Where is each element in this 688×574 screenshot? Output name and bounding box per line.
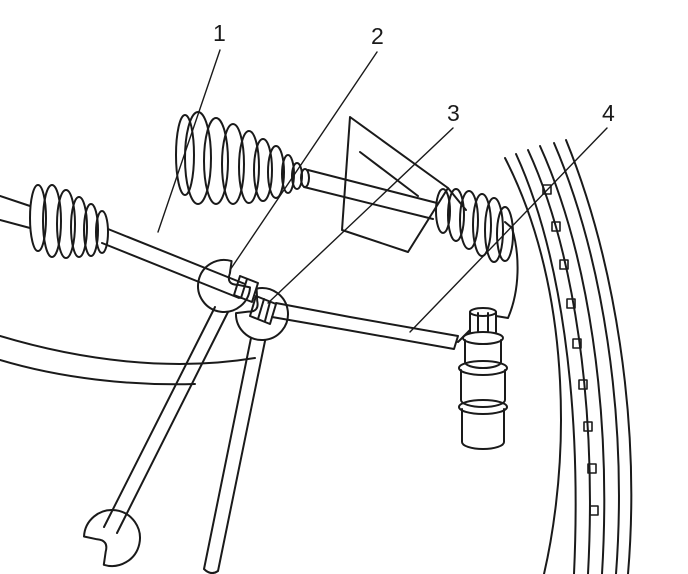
callout-4-text: 4 xyxy=(602,100,615,126)
callout-label-1: 1 xyxy=(213,22,226,45)
inner-cv-boot-rib xyxy=(221,123,245,205)
rim-arc xyxy=(553,142,620,574)
jam-nut-wrench xyxy=(203,287,289,574)
steering-knuckle-lines xyxy=(495,221,519,319)
vent-slot xyxy=(551,221,561,232)
callout-2-text: 2 xyxy=(371,23,384,49)
vent-slot xyxy=(589,505,599,516)
body-curve xyxy=(0,359,196,386)
rack-boot-rib xyxy=(70,196,88,258)
rotor-arc xyxy=(539,145,606,574)
vent-slot xyxy=(559,259,569,270)
rotor-arc xyxy=(504,157,562,574)
subframe-lines xyxy=(341,116,467,253)
inner-tie-rod-assembly xyxy=(0,184,246,299)
vent-slot xyxy=(578,379,588,390)
vent-slot xyxy=(542,184,552,195)
wrench-handle xyxy=(203,337,266,574)
washer xyxy=(462,331,504,345)
rack-shaft-stub xyxy=(0,195,31,229)
outer-tie-rod-shaft xyxy=(271,302,471,350)
leader-line-1 xyxy=(157,49,221,233)
vent-slot xyxy=(587,463,597,474)
body-curve xyxy=(0,335,256,365)
inner-cv-boot-rib xyxy=(184,111,212,205)
inner-cv-boot-rib xyxy=(238,130,260,204)
outer-cv-boot-rib xyxy=(472,193,492,257)
stud-top xyxy=(469,307,497,317)
rack-boot-rib xyxy=(42,184,62,258)
wrench-handle xyxy=(103,306,229,534)
callout-label-4: 4 xyxy=(602,102,615,125)
wrench-open-end-head xyxy=(197,258,251,313)
washer xyxy=(458,360,508,376)
rotor-arc xyxy=(515,153,577,574)
wrench-open-end-head xyxy=(83,509,141,568)
vent-slot xyxy=(566,298,576,309)
vent-slot xyxy=(572,338,582,349)
tie-rod-flats-and-jam-nut xyxy=(233,275,277,325)
rack-boot-rib xyxy=(95,210,109,254)
callout-3-text: 3 xyxy=(447,100,460,126)
leader-line-4 xyxy=(409,127,608,333)
outer-tie-rod xyxy=(271,302,471,350)
washer xyxy=(458,399,508,415)
outer-cv-boot-rib xyxy=(435,188,451,234)
rack-boot-rib xyxy=(83,203,99,257)
leader-line-2 xyxy=(229,51,378,271)
callout-label-3: 3 xyxy=(447,102,460,125)
inner-cv-boot-rib xyxy=(253,138,273,202)
bushing xyxy=(461,408,505,450)
outer-cv-boot-rib xyxy=(447,188,465,242)
tie-rod-flats xyxy=(233,275,259,303)
inner-cv-boot-rib xyxy=(267,145,285,199)
rim-arc xyxy=(565,139,633,574)
outer-cv-boot-rib xyxy=(484,197,504,263)
callout-label-2: 2 xyxy=(371,25,384,48)
hex-nut xyxy=(469,311,497,333)
wheel-and-rotor xyxy=(504,139,633,574)
stabilizer-link-bushings xyxy=(458,307,508,450)
inner-cv-boot-rib xyxy=(203,117,229,205)
callout-leader-lines xyxy=(157,49,608,333)
axle-shaft xyxy=(303,169,438,220)
vent-slot xyxy=(583,421,593,432)
inner-tie-rod-shaft xyxy=(101,228,246,299)
inner-cv-boot-rib xyxy=(175,114,195,196)
body-panel-lines xyxy=(0,335,256,386)
counterhold-wrench xyxy=(83,258,251,568)
callout-1-text: 1 xyxy=(213,20,226,46)
rack-boot-rib xyxy=(56,189,76,259)
bushing xyxy=(464,339,502,369)
outer-cv-boot-rib xyxy=(459,190,479,250)
rack-boot-rib xyxy=(29,184,47,252)
knuckle-edge xyxy=(495,221,519,319)
wrench-open-end-head xyxy=(234,287,289,342)
leader-line-3 xyxy=(267,127,454,304)
rotor-vent-slots xyxy=(542,184,599,516)
subframe-edge xyxy=(341,116,467,253)
